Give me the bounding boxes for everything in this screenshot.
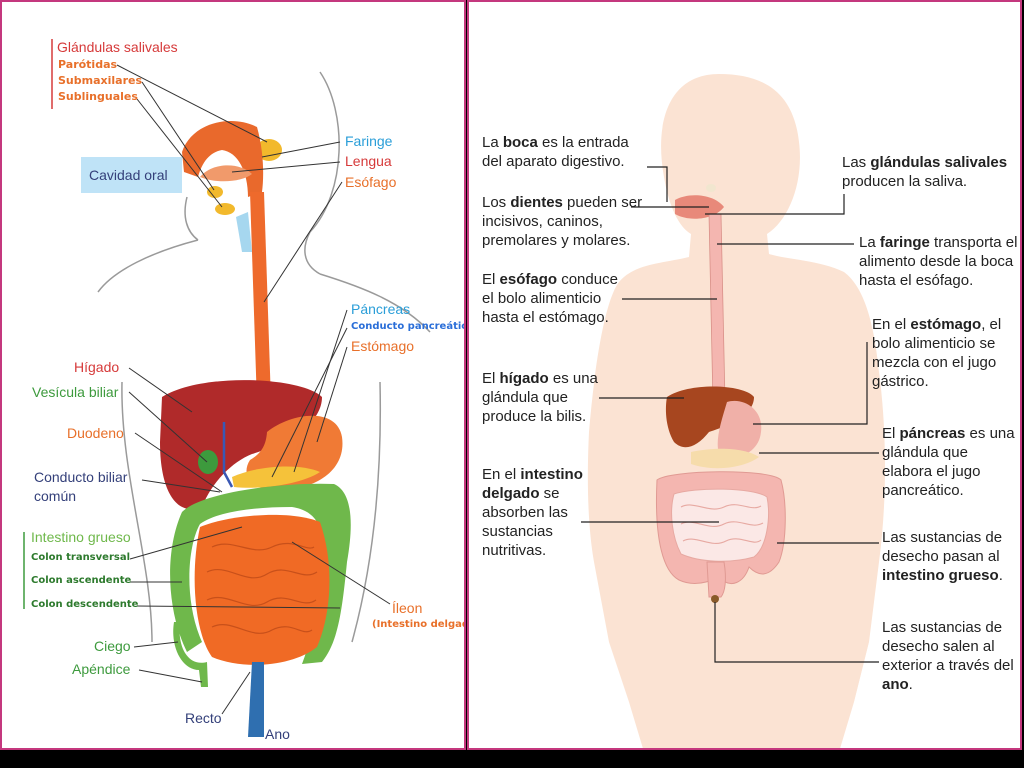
label-large-intestine: Intestino grueso: [31, 529, 131, 545]
label-esophagus: Esófago: [345, 174, 397, 190]
label-gallbladder: Vesícula biliar: [32, 384, 119, 400]
text-boca: La boca es la entrada del aparato digest…: [482, 134, 629, 170]
label-salivary-glands: Glándulas salivales: [57, 39, 178, 55]
cecum-appendix-shape: [173, 622, 208, 687]
label-pancreatic-duct: Conducto pancreático: [351, 321, 466, 332]
parotid-gland: [256, 139, 282, 161]
leader-lines: [116, 64, 391, 715]
body-illustration: [581, 74, 885, 748]
left-diagram-panel: Glándulas salivales Parótidas Submaxilar…: [0, 0, 466, 750]
tongue-shape: [200, 165, 252, 182]
label-sublingual: Sublinguales: [58, 90, 138, 103]
esophagus-shape: [250, 192, 272, 434]
large-intestine-shape: [170, 483, 351, 664]
pharynx-shape: [182, 120, 264, 197]
body-outline: [97, 71, 431, 643]
sublingual-gland: [215, 203, 235, 215]
label-liver: Hígado: [74, 359, 120, 375]
submaxillary-gland: [207, 186, 223, 198]
label-tongue: Lengua: [345, 153, 392, 169]
leader-lines: [581, 166, 879, 663]
rectum-shape: [706, 561, 726, 598]
text-higado: El hígado es una glándula que produce la…: [482, 370, 598, 425]
text-ano: Las sustancias de desecho salen al exter…: [882, 619, 1014, 693]
pancreas-shape: [691, 448, 759, 469]
label-anus: Ano: [265, 726, 290, 742]
text-glandulas: Las glándulas salivales producen la sali…: [842, 154, 1008, 190]
gallbladder-shape: [198, 450, 218, 474]
label-stomach: Estómago: [351, 338, 415, 354]
trachea-shape: [236, 212, 252, 252]
label-ileum-sub: (Intestino delgado): [372, 619, 464, 630]
digestive-system-illustration: [23, 39, 431, 737]
text-pancreas: El páncreas es una glándula que elabora …: [882, 425, 1015, 499]
label-colon-descending: Colon descendente: [31, 599, 139, 610]
label-rectum: Recto: [185, 710, 222, 726]
anus-shape: [711, 595, 719, 603]
small-intestine-folds: [206, 542, 318, 634]
label-parotid: Parótidas: [58, 58, 118, 71]
text-grueso: Las sustancias de desecho pasan al intes…: [882, 529, 1003, 584]
bile-duct-shape: [222, 422, 234, 488]
label-pancreas: Páncreas: [351, 301, 411, 317]
salivary-shape: [706, 184, 716, 192]
label-oral-cavity: Cavidad oral: [89, 167, 168, 183]
text-faringe: La faringe transporta el alimento desde …: [859, 234, 1018, 289]
rectum-shape: [248, 662, 264, 737]
oral-cavity-highlight: [81, 157, 182, 193]
text-estomago: En el estómago, el bolo alimenticio se m…: [872, 316, 1002, 390]
label-colon-transverse: Colon transversal: [31, 552, 130, 563]
text-esofago: El esófago conduce el bolo alimenticio h…: [482, 271, 618, 326]
label-cecum: Ciego: [94, 638, 131, 654]
label-appendix: Apéndice: [72, 661, 131, 677]
text-intestino-delgado: En el intestino delgado se absorben las …: [482, 466, 583, 559]
stomach-shape: [717, 400, 762, 457]
text-dientes: Los dientes pueden ser incisivos, canino…: [482, 194, 643, 249]
right-diagram-panel: La boca es la entrada del aparato digest…: [467, 0, 1022, 750]
label-colon-ascending: Colon ascendente: [31, 575, 132, 586]
label-bile-duct-2: común: [34, 488, 77, 504]
label-pharynx: Faringe: [345, 133, 393, 149]
pancreas-shape: [232, 466, 320, 488]
label-ileum: Íleon: [392, 600, 423, 616]
label-bile-duct-1: Conducto biliar: [34, 469, 128, 485]
label-submaxillary: Submaxilares: [58, 74, 143, 87]
small-intestine-shape: [194, 514, 330, 665]
label-duodenum: Duodeno: [67, 425, 124, 441]
